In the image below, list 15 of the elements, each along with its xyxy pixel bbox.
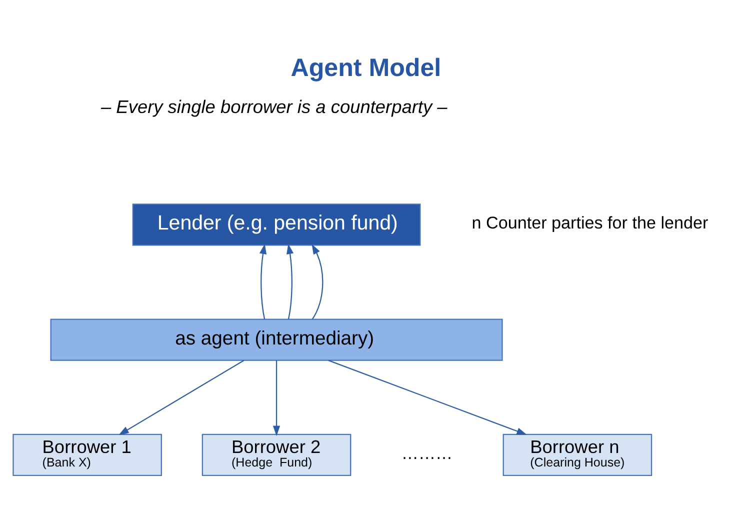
arrow [286, 243, 294, 319]
label: ……… [401, 443, 453, 462]
node-box: Borrower 2 (Hedge Fund) [202, 433, 352, 476]
arrow [328, 359, 527, 434]
arrow [272, 360, 280, 436]
arrow [312, 243, 324, 320]
node-box: as agent (intermediary) [50, 318, 503, 360]
arrow [118, 359, 244, 435]
node-box: Lender (e.g. pension fund) [132, 203, 421, 246]
diagram-title: Agent Model [290, 54, 442, 82]
arrow [259, 243, 267, 319]
node-box: Borrower 1 (Bank X) [12, 433, 162, 476]
label: n Counter parties for the lender [472, 213, 708, 232]
node-box: Borrower n (Clearing House) [502, 433, 652, 476]
label: – Every single borrower is a counterparty – [100, 95, 448, 116]
